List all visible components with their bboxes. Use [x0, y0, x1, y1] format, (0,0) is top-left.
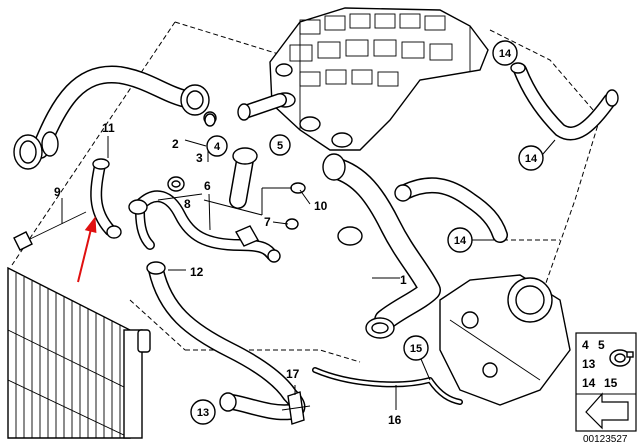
bolt-10: [290, 182, 306, 194]
label-16: 16: [388, 413, 402, 427]
circle-4: [206, 135, 228, 157]
circled-label-14-top: 14: [499, 48, 512, 60]
legend-label-4: 4: [582, 338, 589, 352]
circle-15: [403, 335, 429, 361]
water-pump-housing: [439, 274, 571, 406]
legend-box: 4 5 13 14 15: [575, 332, 637, 432]
bolt-4: [204, 113, 216, 127]
circle-14-mid: [447, 227, 473, 253]
arrow-icon: [585, 392, 629, 430]
thermostat-pipe: [229, 147, 258, 209]
circle-14-right: [518, 145, 544, 171]
circle-13: [190, 399, 216, 425]
construction-line-radiator: [129, 299, 186, 351]
small-fasteners: [204, 113, 363, 246]
radiator-fins: [7, 273, 131, 439]
overflow-line: [312, 367, 463, 405]
main-coolant-hose: [322, 153, 441, 339]
circled-label-13: 13: [197, 407, 209, 419]
radiator-side-tank: [123, 329, 143, 439]
heater-hose-assembly: [128, 176, 281, 263]
circled-part-labels: 4 5 13 14 14 14 15: [190, 40, 544, 425]
construction-line-left: [11, 21, 176, 266]
radiator: [7, 266, 151, 439]
upper-bypass-pipe: [237, 93, 287, 121]
label-7: 7: [264, 215, 271, 229]
sensor-part: [337, 226, 363, 246]
radiator-upper-inlet: [137, 329, 151, 353]
mounting-bracket: [235, 225, 259, 247]
circle-5: [269, 134, 291, 156]
label-11: 11: [102, 121, 115, 135]
circled-label-5: 5: [277, 140, 283, 152]
part-labels: 11 2 3 6 8 7 10 9 12 1 17 16: [54, 121, 407, 427]
legend-label-14: 14: [582, 376, 596, 390]
circled-label-14-mid: 14: [454, 235, 467, 247]
label-2: 2: [172, 137, 179, 151]
construction-line-right: [489, 29, 601, 301]
circled-label-4: 4: [214, 141, 221, 153]
lower-radiator-hose: [146, 261, 306, 421]
hose-clamp-icon: [609, 349, 634, 367]
right-coolant-hose: [394, 177, 508, 243]
retaining-clip: [281, 391, 311, 425]
legend-label-5: 5: [598, 338, 605, 352]
label-6: 6: [204, 179, 211, 193]
construction-line-bottom: [185, 349, 361, 363]
legend-label-13: 13: [582, 357, 596, 371]
bolt: [13, 211, 87, 251]
label-9: 9: [54, 185, 61, 199]
label-17: 17: [286, 367, 300, 381]
label-1: 1: [400, 273, 407, 287]
label-10: 10: [314, 199, 328, 213]
far-right-hose: [510, 62, 619, 141]
label-3: 3: [196, 151, 203, 165]
reference-number: 00123527: [583, 434, 628, 445]
label-12: 12: [190, 265, 204, 279]
circled-label-15: 15: [410, 343, 422, 355]
upper-radiator-hose: [13, 65, 217, 170]
circled-label-14-right: 14: [525, 153, 538, 165]
circle-14-top: [492, 40, 518, 66]
label-8: 8: [184, 197, 191, 211]
legend-label-15: 15: [604, 376, 618, 390]
small-hose: [90, 158, 122, 239]
cylinder-head: [269, 7, 489, 151]
red-arrow: [77, 216, 97, 283]
